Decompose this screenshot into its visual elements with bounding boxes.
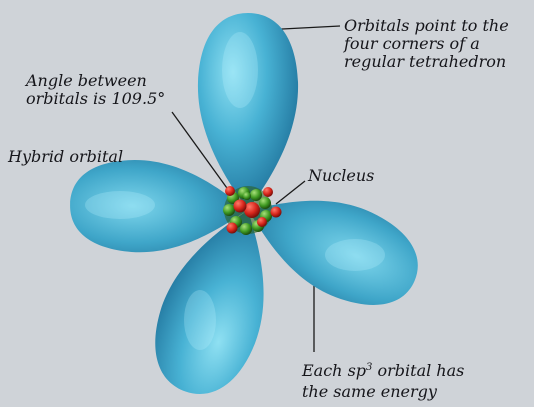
label-angle-line1: Angle between xyxy=(26,72,165,90)
label-sp3-after: orbital has xyxy=(372,361,464,380)
label-sp3-energy-line2: the same energy xyxy=(302,383,464,401)
label-sp3-before: Each sp xyxy=(302,361,366,380)
label-sp3-energy: Each sp3 orbital has the same energy xyxy=(302,362,464,401)
label-nucleus: Nucleus xyxy=(308,167,374,185)
leader-line-nucleus xyxy=(276,181,305,204)
label-angle: Angle between orbitals is 109.5° xyxy=(26,72,165,108)
label-nucleus-text: Nucleus xyxy=(308,167,374,185)
label-hybrid-orbital: Hybrid orbital xyxy=(8,148,123,166)
label-orbitals-point: Orbitals point to the four corners of a … xyxy=(344,17,509,71)
label-orbitals-point-line2: four corners of a xyxy=(344,35,509,53)
label-angle-line2: orbitals is 109.5° xyxy=(26,90,165,108)
label-hybrid-orbital-text: Hybrid orbital xyxy=(8,148,123,166)
label-orbitals-point-line3: regular tetrahedron xyxy=(344,53,509,71)
label-orbitals-point-line1: Orbitals point to the xyxy=(344,17,509,35)
label-sp3-energy-line1: Each sp3 orbital has xyxy=(302,362,464,383)
label-sp3-superscript: 3 xyxy=(366,362,372,373)
